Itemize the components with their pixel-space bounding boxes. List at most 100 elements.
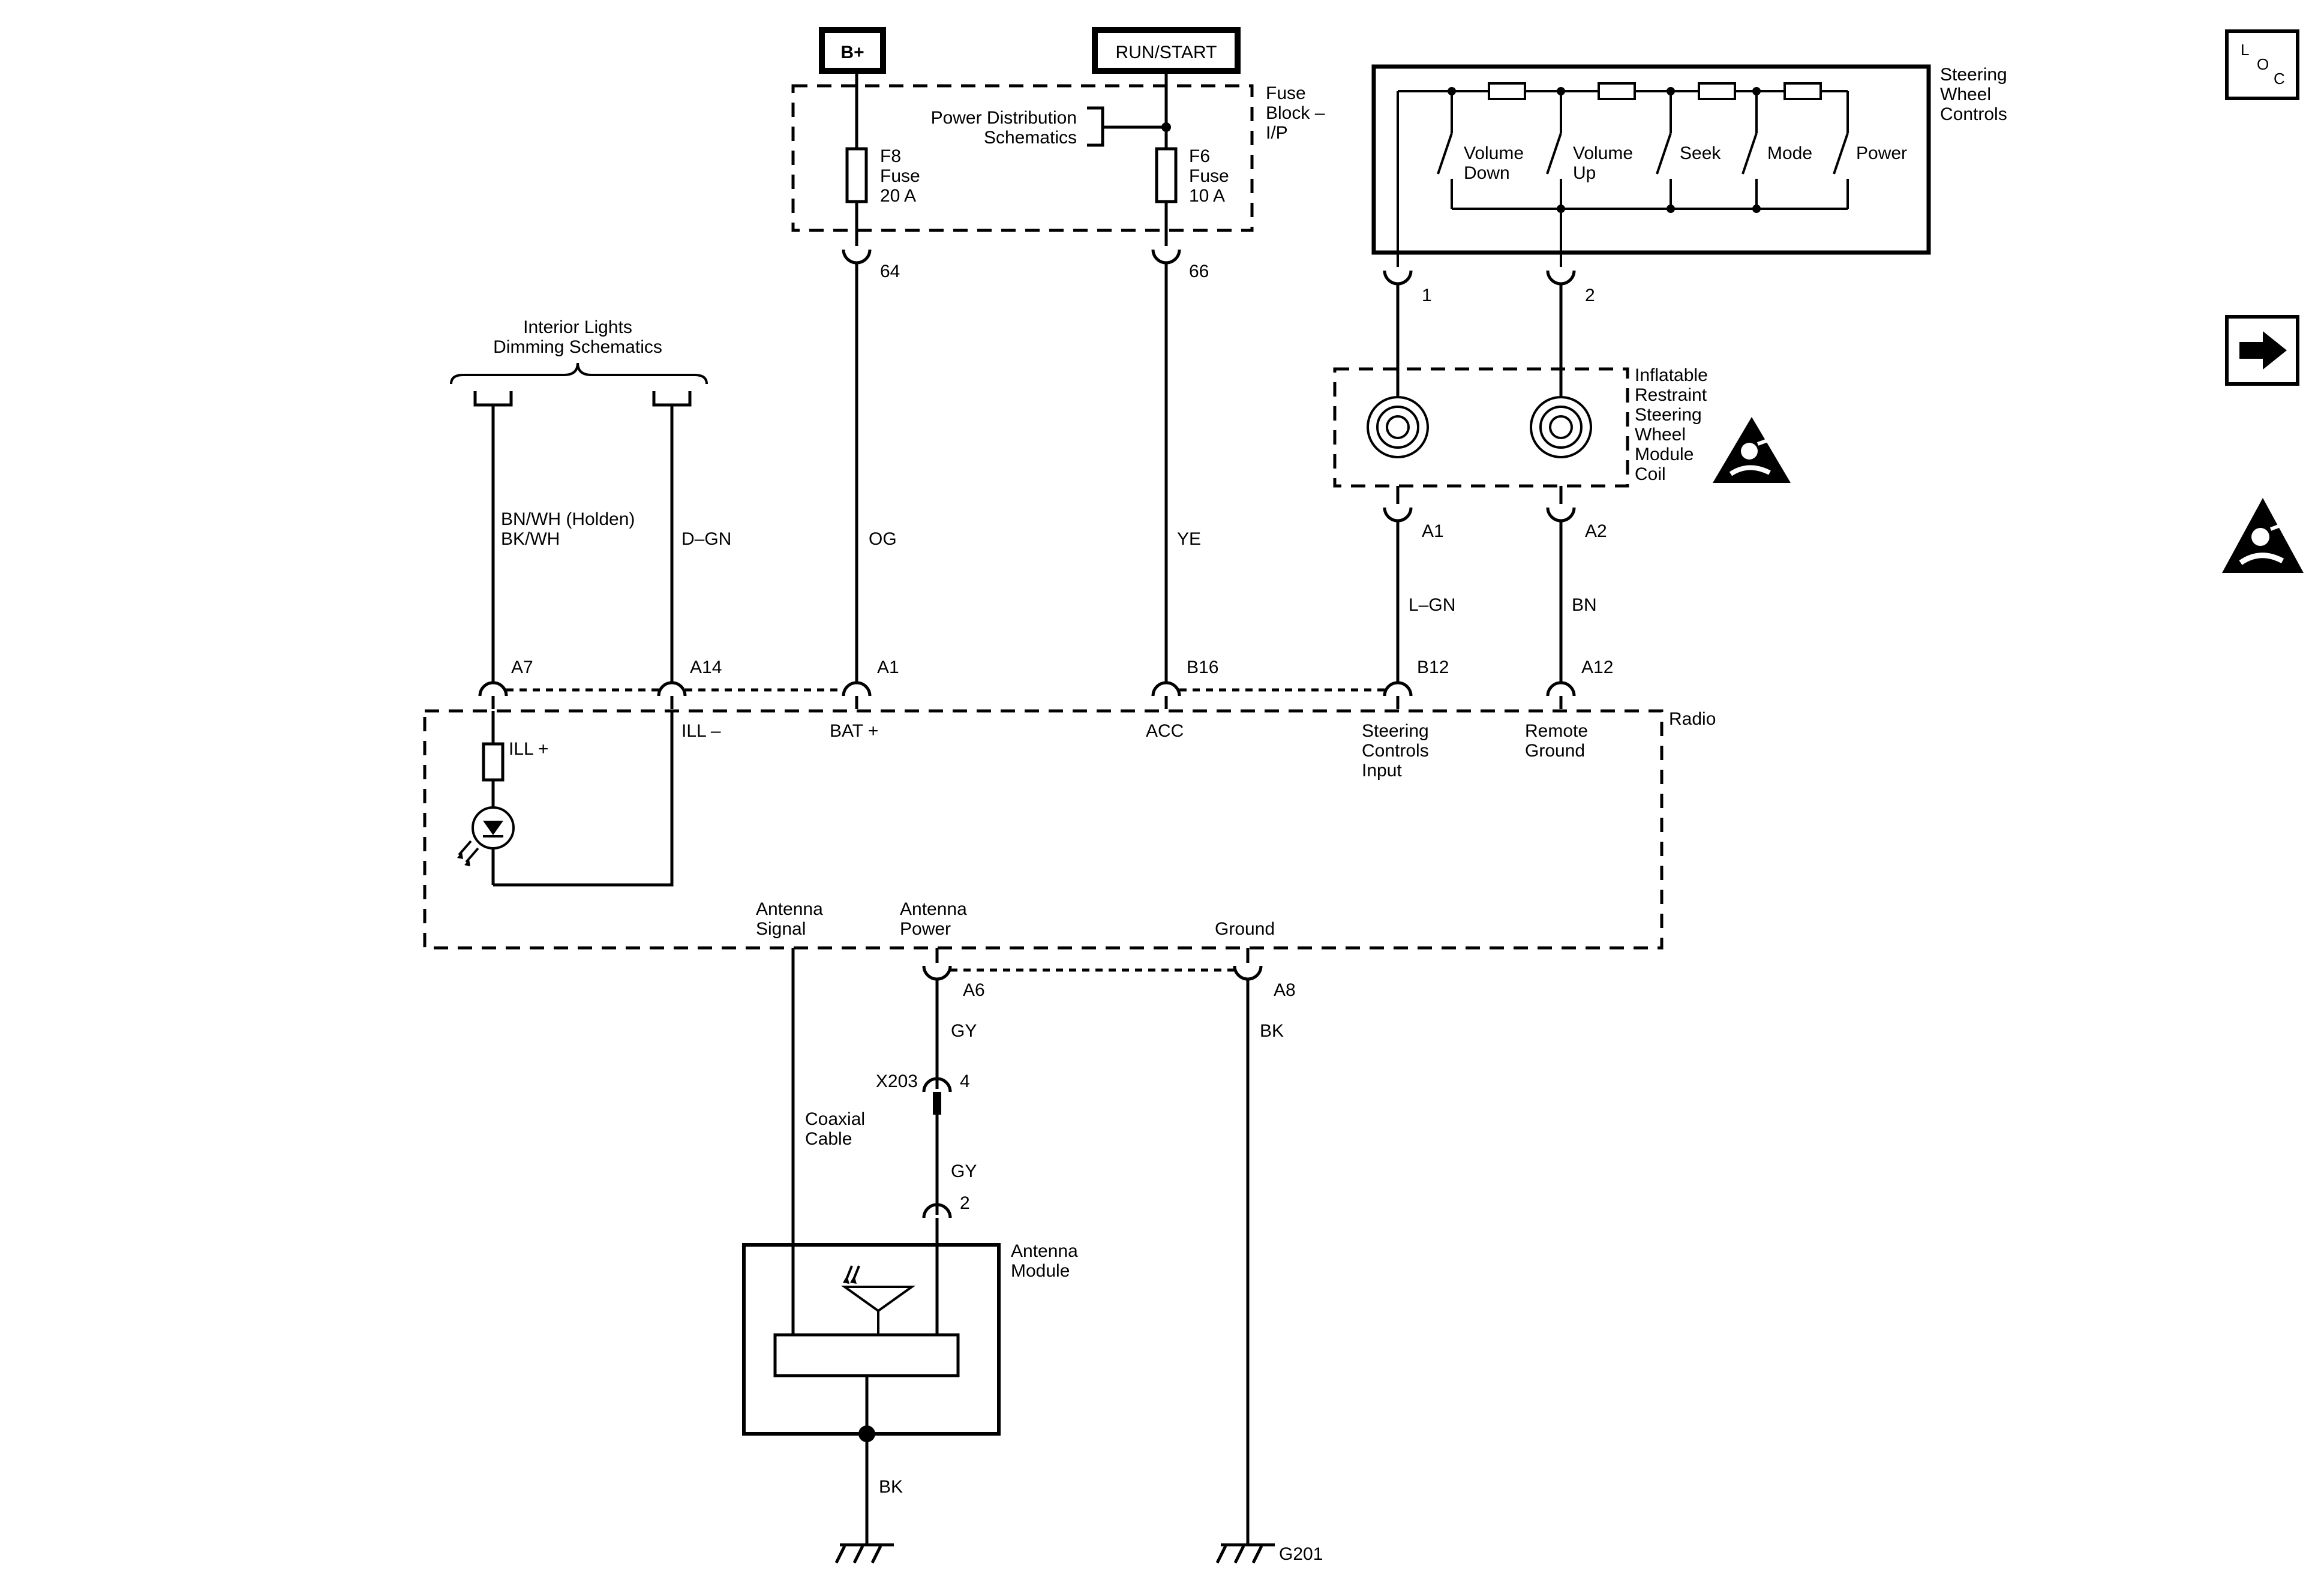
connector-radio-b12 — [1383, 681, 1413, 697]
fuse-f8-label: F8 — [880, 146, 901, 166]
connector-coil-a1 — [1383, 507, 1413, 523]
coil-spiral-1 — [1367, 396, 1429, 458]
radio-pin-a12-label: A12 — [1581, 658, 1613, 677]
connector-pin-66 — [1151, 249, 1181, 265]
resistor-2 — [1598, 82, 1636, 100]
steering-wheel-title: Steering — [1940, 65, 2007, 85]
switch-power-label: Power — [1856, 143, 1907, 163]
connector-radio-a12 — [1546, 681, 1576, 697]
radio-module: Radio ILL + ILL – BAT + ACC Steering Con… — [423, 709, 1716, 950]
sw-pin-2-label: 2 — [1585, 286, 1595, 305]
pin-64-label: 64 — [880, 262, 900, 281]
radio-pin-a6-label: A6 — [963, 980, 985, 1000]
radio-pin-b16-label: B16 — [1187, 658, 1218, 677]
coaxial-cable-label-line2: Cable — [805, 1129, 852, 1149]
interior-lights-label-line2: Dimming Schematics — [493, 337, 662, 357]
connector-sw-pin-1 — [1383, 270, 1413, 286]
pds-label: Power Distribution — [931, 108, 1077, 128]
switch-volume-down-label: Volume — [1464, 143, 1524, 163]
location-icon-letter-c: C — [2274, 70, 2285, 88]
antenna-power-label: Antenna — [900, 899, 967, 919]
connector-pin-64 — [842, 249, 872, 265]
coil-label: Inflatable — [1635, 365, 1708, 385]
fuse-f6-symbol — [1155, 147, 1178, 203]
interior-lights-label: Interior Lights — [523, 317, 632, 337]
switch-volume-down-label-line2: Down — [1464, 163, 1510, 183]
radio-pin-b12-label: B12 — [1417, 658, 1449, 677]
fuse-f8-symbol — [845, 147, 868, 203]
radio-connector-row: A7 A14 A1 B16 B12 A12 — [478, 658, 1613, 709]
ground-g201-label: G201 — [1279, 1544, 1323, 1564]
wire-dgn-label: D–GN — [681, 529, 731, 549]
connector-coil-a2 — [1546, 507, 1576, 523]
wire-gy-upper-label: GY — [951, 1021, 977, 1041]
wire-bkwh-label: BK/WH — [501, 529, 560, 549]
next-page-arrow-icon[interactable] — [2225, 315, 2299, 386]
antenna-signal-label: Antenna — [756, 899, 823, 919]
connector-radio-a8 — [1233, 965, 1263, 981]
ground-g201-icon — [1215, 1543, 1275, 1564]
resistor-1 — [1488, 82, 1526, 100]
switch-mode: Mode — [1742, 133, 1812, 209]
wire-bk-antenna-label: BK — [879, 1477, 903, 1497]
antenna-module-title: Antenna — [1011, 1241, 1078, 1261]
switch-volume-up-label: Volume — [1573, 143, 1633, 163]
connector-radio-a14 — [657, 681, 687, 697]
radio-pin-a14-label: A14 — [690, 658, 722, 677]
steering-wheel-controls: Steering Wheel Controls Volume Down Vo — [1371, 64, 2007, 267]
steering-controls-input-label-line3: Input — [1362, 761, 1402, 781]
connector-x203: X203 4 — [876, 1071, 970, 1115]
antenna-signal-label-line2: Signal — [756, 919, 806, 939]
connector-sw-pin-2 — [1546, 270, 1576, 286]
fuse-block-title: Fuse — [1266, 83, 1306, 103]
resistor-3 — [1698, 82, 1736, 100]
switch-seek-label: Seek — [1680, 143, 1721, 163]
coil-pin-a1-label: A1 — [1422, 521, 1444, 541]
radio-pin-a8-label: A8 — [1274, 980, 1296, 1000]
remote-ground-label-line2: Ground — [1525, 741, 1585, 761]
illumination-led-icon — [457, 806, 515, 866]
coil-label-line5: Module — [1635, 445, 1694, 464]
wire-bn-label: BN — [1572, 595, 1597, 615]
fuse-f6-rating: 10 A — [1189, 186, 1225, 206]
antenna-module-title-line2: Module — [1011, 1261, 1070, 1281]
wire-og-label: OG — [869, 529, 897, 549]
ill-minus-label: ILL – — [681, 721, 721, 741]
antenna-pin-2-label: 2 — [960, 1193, 970, 1213]
antenna-module: Antenna Module — [742, 1241, 1078, 1442]
coil-label-line6: Coil — [1635, 464, 1666, 484]
connector-antenna-pin-2 — [922, 1203, 952, 1218]
connector-radio-b16 — [1151, 681, 1181, 697]
fuse-f8-rating: 20 A — [880, 186, 916, 206]
fuse-f6-label-line2: Fuse — [1189, 166, 1229, 186]
switch-volume-down: Volume Down — [1437, 133, 1524, 209]
antenna-symbol-icon — [840, 1265, 916, 1335]
bat-plus-label: BAT + — [830, 721, 878, 741]
coil-spiral-2 — [1530, 396, 1592, 458]
switch-volume-up: Volume Up — [1546, 133, 1633, 209]
airbag-warning-icon — [1713, 417, 1791, 483]
location-icon[interactable]: L O C — [2225, 29, 2299, 100]
fuse-block-title-line2: Block – — [1266, 103, 1325, 123]
resistor-4 — [1783, 82, 1822, 100]
steering-controls-input-label-line2: Controls — [1362, 741, 1429, 761]
connector-radio-a6 — [922, 965, 952, 981]
steering-wheel-title-line2: Wheel — [1940, 85, 1991, 104]
fuse-block: Fuse Block – I/P F8 Fuse 20 A F6 Fuse 10… — [791, 71, 1325, 246]
acc-label: ACC — [1146, 721, 1184, 741]
pds-label-line2: Schematics — [984, 128, 1077, 148]
antenna-module-circuit — [773, 1333, 960, 1377]
radio-pin-a1-label: A1 — [877, 658, 899, 677]
radio-ground-label: Ground — [1215, 919, 1275, 939]
source-runstart: RUN/START — [1092, 27, 1241, 74]
connector-x203-label: X203 — [876, 1071, 918, 1091]
wire-gy-lower-label: GY — [951, 1161, 977, 1181]
source-bplus: B+ — [819, 27, 886, 74]
radio-title: Radio — [1669, 709, 1716, 729]
remote-ground-label: Remote — [1525, 721, 1588, 741]
interior-lights-reference: Interior Lights Dimming Schematics — [450, 317, 708, 407]
ground-symbol-antenna-icon — [834, 1543, 894, 1564]
fuse-f6-label: F6 — [1189, 146, 1210, 166]
illumination-resistor — [482, 742, 505, 782]
